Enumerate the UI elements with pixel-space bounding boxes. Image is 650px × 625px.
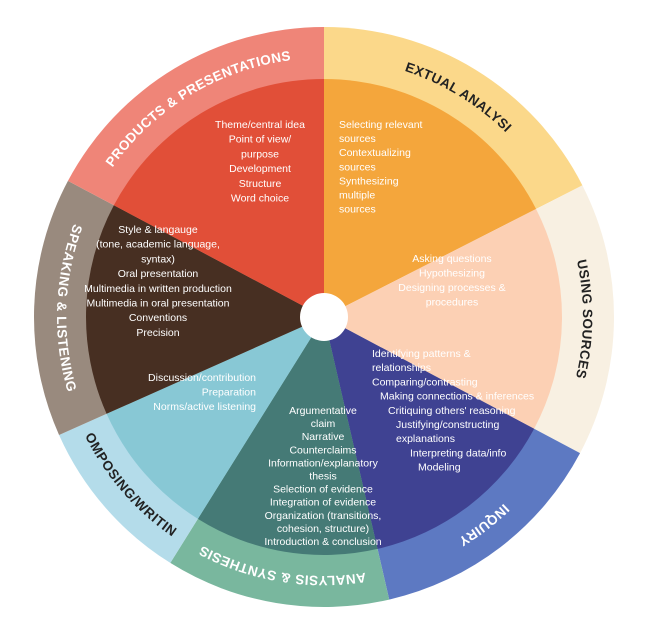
- segment-products-presentations: [113, 79, 324, 317]
- item-textual-analysis: purpose: [241, 148, 279, 160]
- item-analysis-synthesis: explanations: [396, 433, 455, 445]
- segment-analysis-synthesis: [197, 317, 378, 556]
- item-using-sources: sources: [339, 204, 376, 216]
- item-textual-analysis: Theme/central idea: [215, 119, 305, 131]
- item-analysis-synthesis: Critiquing others' reasoning: [388, 405, 516, 417]
- item-speaking-listening: Discussion/contribution: [148, 372, 256, 384]
- item-textual-analysis: Development: [229, 163, 291, 175]
- item-inquiry: Designing processes &: [398, 282, 505, 294]
- item-using-sources: multiple: [339, 190, 375, 202]
- item-products-presentations: Conventions: [129, 312, 187, 324]
- item-composing-writing: cohesion, structure): [277, 523, 369, 535]
- item-analysis-synthesis: Comparing/contrasting: [372, 376, 478, 388]
- item-analysis-synthesis: Making connections & inferences: [380, 391, 534, 403]
- item-speaking-listening: Norms/active listening: [153, 401, 256, 413]
- item-using-sources: sources: [339, 133, 376, 145]
- item-products-presentations: Multimedia in written production: [84, 283, 232, 295]
- item-products-presentations: Precision: [136, 327, 179, 339]
- item-using-sources: Synthesizing: [339, 175, 399, 187]
- item-inquiry: Hypothesizing: [419, 268, 485, 280]
- segment-textual-analysis: [324, 79, 537, 317]
- item-speaking-listening: Preparation: [202, 387, 256, 399]
- segment-using-sources: [324, 208, 562, 429]
- item-analysis-synthesis: relationships: [372, 362, 431, 374]
- item-composing-writing: Counterclaims: [289, 444, 356, 456]
- item-products-presentations: (tone, academic language,: [96, 239, 220, 251]
- item-analysis-synthesis: Identifying patterns &: [372, 348, 471, 360]
- item-composing-writing: Introduction & conclusion: [264, 536, 381, 548]
- item-products-presentations: Style & langauge: [118, 224, 198, 236]
- item-composing-writing: claim: [311, 418, 336, 430]
- item-analysis-synthesis: Justifying/constructing: [396, 419, 499, 431]
- segment-composing-writing: [106, 317, 324, 519]
- item-inquiry: Asking questions: [412, 253, 491, 265]
- item-analysis-synthesis: Interpreting data/info: [410, 447, 506, 459]
- item-products-presentations: Oral presentation: [118, 268, 199, 280]
- item-analysis-synthesis: Modeling: [418, 462, 461, 474]
- item-textual-analysis: Structure: [239, 178, 282, 190]
- item-using-sources: Contextualizing: [339, 147, 411, 159]
- item-composing-writing: Argumentative: [289, 405, 357, 417]
- item-textual-analysis: Point of view/: [229, 134, 292, 146]
- item-inquiry: procedures: [426, 297, 479, 309]
- segment-inquiry: [324, 317, 535, 549]
- item-composing-writing: Information/explanatory: [268, 457, 378, 469]
- item-products-presentations: syntax): [141, 253, 175, 265]
- item-using-sources: Selecting relevant: [339, 119, 423, 131]
- item-textual-analysis: Word choice: [231, 193, 289, 205]
- segment-speaking-listening: [86, 205, 324, 414]
- item-using-sources: sources: [339, 161, 376, 173]
- inner-segment-ring: [86, 79, 562, 556]
- item-composing-writing: thesis: [309, 471, 336, 483]
- item-composing-writing: Selection of evidence: [273, 484, 373, 496]
- item-products-presentations: Multimedia in oral presentation: [87, 298, 230, 310]
- center-hole: [300, 293, 348, 341]
- item-composing-writing: Narrative: [302, 431, 345, 443]
- item-composing-writing: Organization (transitions,: [265, 510, 382, 522]
- item-composing-writing: Integration of evidence: [270, 497, 376, 509]
